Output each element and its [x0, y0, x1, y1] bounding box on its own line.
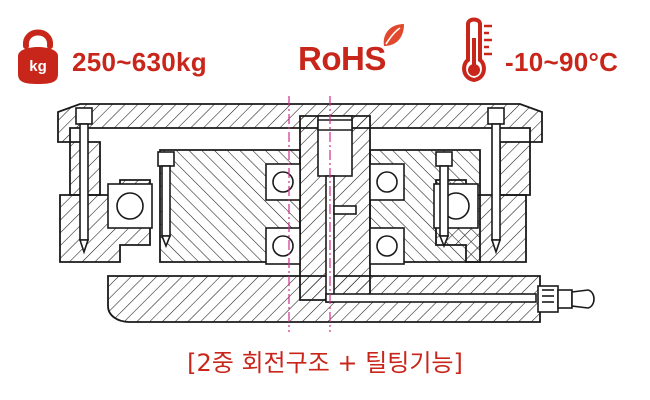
- bearing-center-top-right: [369, 163, 405, 201]
- thermometer-icon: [458, 16, 498, 90]
- bearing-center-bottom-left: [265, 227, 301, 265]
- shaft-cap: [317, 119, 353, 131]
- bolt-right: [487, 107, 505, 255]
- tilting-base-plate: [107, 275, 541, 323]
- load-capacity-text: 250~630kg: [72, 47, 207, 77]
- bolt-inner-left: [157, 151, 175, 249]
- cross-section-drawing: [57, 96, 595, 332]
- bolt-inner-right: [435, 151, 453, 249]
- bolt-left: [75, 107, 93, 255]
- rohs-label: RoHS: [298, 40, 386, 77]
- bearing-center-top-left: [265, 163, 301, 201]
- center-lines: [288, 96, 331, 332]
- kettlebell-weight-icon: kg: [10, 22, 66, 92]
- temperature-range-text: -10~90°C: [505, 47, 619, 77]
- right-inner-wall: [499, 141, 531, 196]
- grease-nipple-fitting: [537, 285, 595, 313]
- oil-passage-branch: [333, 205, 357, 215]
- oil-passage-horizontal: [325, 293, 537, 303]
- weight-badge-label: kg: [29, 58, 47, 75]
- diagram-caption: [2중 회전구조 + 틸팅기능]: [187, 349, 463, 377]
- rohs-leaf-icon: [378, 20, 408, 54]
- spec-header: kg 250~630kg RoHS -10~90°C: [0, 0, 650, 105]
- bearing-left-outer: [107, 183, 153, 229]
- bearing-center-bottom-right: [369, 227, 405, 265]
